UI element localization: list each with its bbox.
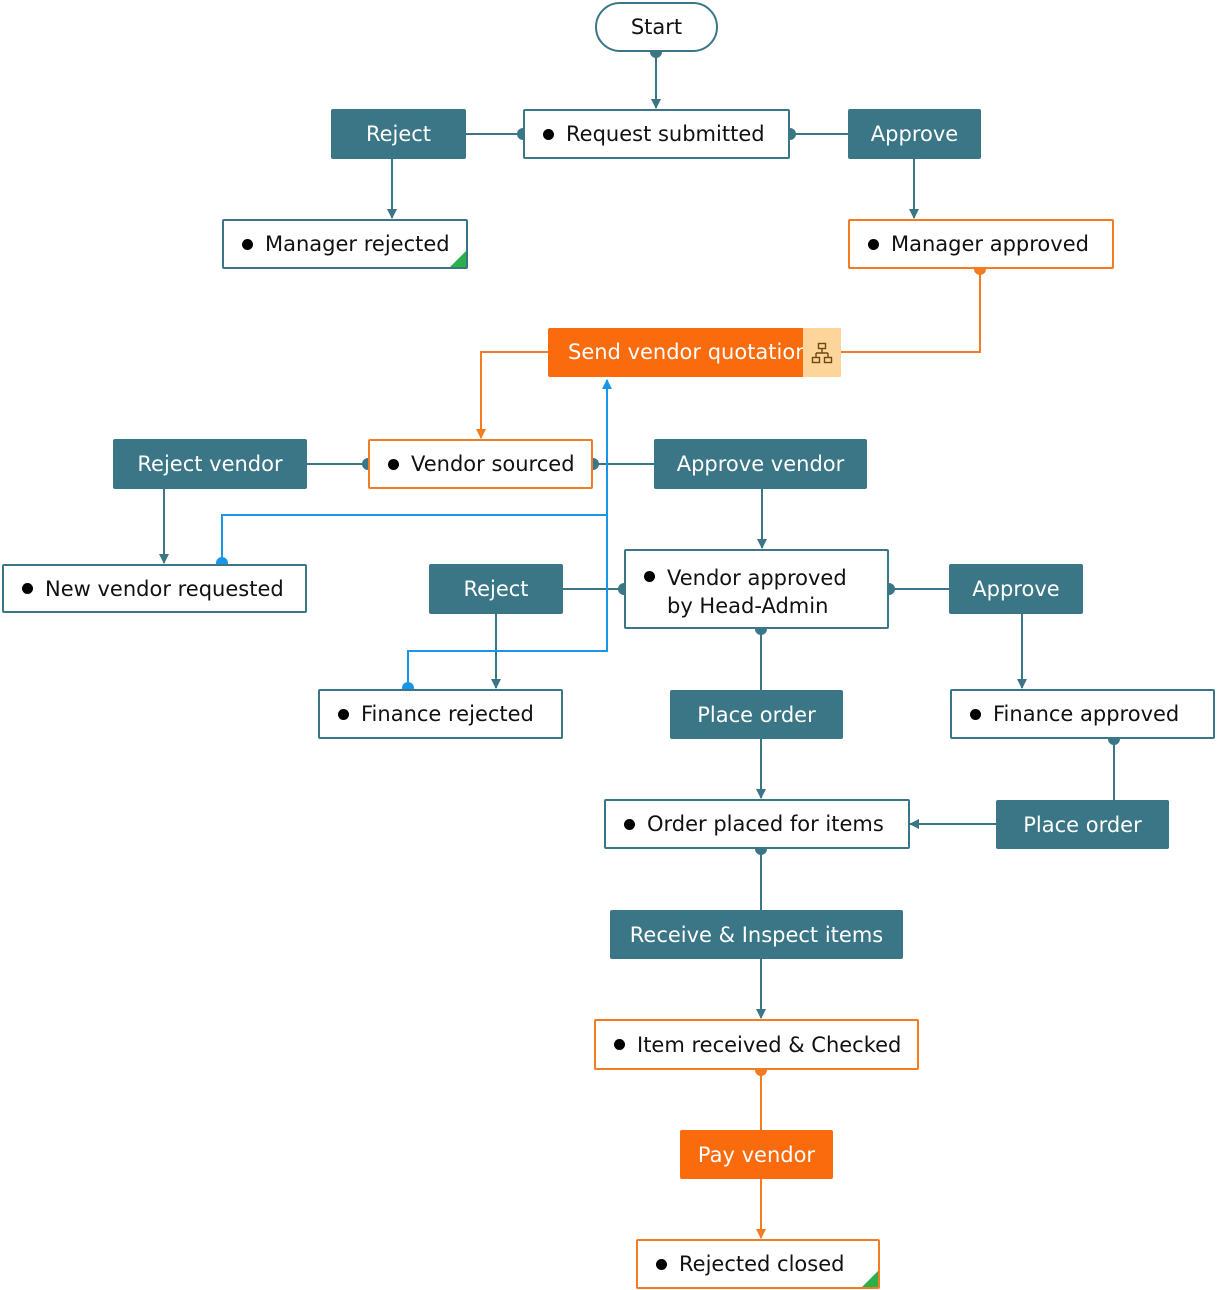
start-node[interactable]: Start: [595, 2, 718, 52]
action-label: Approve: [972, 577, 1060, 601]
place-order-action[interactable]: Place order: [670, 690, 843, 739]
hierarchy-icon[interactable]: [803, 328, 841, 377]
order-placed-state[interactable]: Order placed for items: [604, 799, 910, 849]
state-dot-icon: [614, 1039, 625, 1050]
start-label: Start: [630, 15, 683, 39]
state-label: Finance approved: [993, 702, 1180, 726]
rejected-closed-state[interactable]: Rejected closed: [636, 1239, 880, 1289]
request-submitted-state[interactable]: Request submitted: [523, 109, 790, 159]
action-label: Pay vendor: [697, 1142, 816, 1167]
state-dot-icon: [624, 818, 635, 830]
state-label: Manager rejected: [265, 232, 450, 256]
state-label: Vendor sourced: [411, 452, 575, 476]
receive-inspect-action[interactable]: Receive & Inspect items: [610, 910, 903, 959]
action-label: Approve vendor: [676, 452, 845, 476]
finance-approved-state[interactable]: Finance approved: [950, 689, 1215, 739]
state-dot-icon: [868, 238, 879, 250]
edge-manager-approved-send: [841, 269, 981, 353]
action-label: Send vendor quotation: [568, 340, 809, 364]
action-label: Reject: [463, 577, 529, 601]
finance-rejected-state[interactable]: Finance rejected: [318, 689, 563, 739]
state-label: Finance rejected: [361, 702, 534, 726]
action-label: Reject vendor: [137, 452, 283, 476]
place-order-finance-action[interactable]: Place order: [996, 800, 1169, 849]
state-label: Order placed for items: [647, 812, 884, 836]
state-dot-icon: [388, 458, 399, 470]
pay-vendor-action[interactable]: Pay vendor: [680, 1130, 833, 1179]
state-label: Request submitted: [566, 122, 765, 146]
edge-finance-rejected-send: [407, 379, 612, 688]
final-state-corner-icon: [862, 1271, 878, 1287]
reject-manager-action[interactable]: Reject: [331, 109, 466, 159]
edge-new-vendor-send: [221, 514, 607, 563]
vendor-approved-state[interactable]: Vendor approved by Head-Admin: [624, 549, 889, 629]
state-label: Rejected closed: [679, 1252, 845, 1276]
state-label: Vendor approved by Head-Admin: [667, 566, 847, 618]
approve-manager-action[interactable]: Approve: [848, 109, 981, 159]
reject-finance-action[interactable]: Reject: [429, 564, 563, 614]
new-vendor-requested-state[interactable]: New vendor requested: [2, 564, 307, 613]
approve-finance-action[interactable]: Approve: [949, 564, 1083, 614]
state-dot-icon: [644, 571, 655, 582]
state-dot-icon: [970, 708, 981, 720]
edge-send-vendor-sourced: [476, 351, 548, 439]
final-state-corner-icon: [450, 251, 466, 267]
reject-vendor-action[interactable]: Reject vendor: [113, 439, 307, 489]
state-label: Manager approved: [891, 232, 1089, 256]
manager-approved-state[interactable]: Manager approved: [848, 219, 1114, 269]
action-label: Receive & Inspect items: [629, 922, 884, 947]
state-dot-icon: [242, 238, 253, 250]
vendor-sourced-state[interactable]: Vendor sourced: [368, 439, 593, 489]
state-dot-icon: [338, 708, 349, 720]
action-label: Approve: [870, 122, 959, 146]
item-received-state[interactable]: Item received & Checked: [594, 1019, 919, 1070]
state-dot-icon: [656, 1258, 667, 1270]
state-label: New vendor requested: [45, 576, 284, 601]
action-label: Place order: [1023, 812, 1142, 837]
state-dot-icon: [22, 583, 33, 594]
send-vendor-quotation-action[interactable]: Send vendor quotation: [548, 328, 841, 377]
manager-rejected-state[interactable]: Manager rejected: [222, 219, 468, 269]
action-label: Place order: [697, 702, 816, 727]
state-dot-icon: [543, 128, 554, 140]
action-label: Reject: [365, 122, 432, 146]
approve-vendor-action[interactable]: Approve vendor: [654, 439, 867, 489]
state-label: Item received & Checked: [637, 1032, 902, 1057]
